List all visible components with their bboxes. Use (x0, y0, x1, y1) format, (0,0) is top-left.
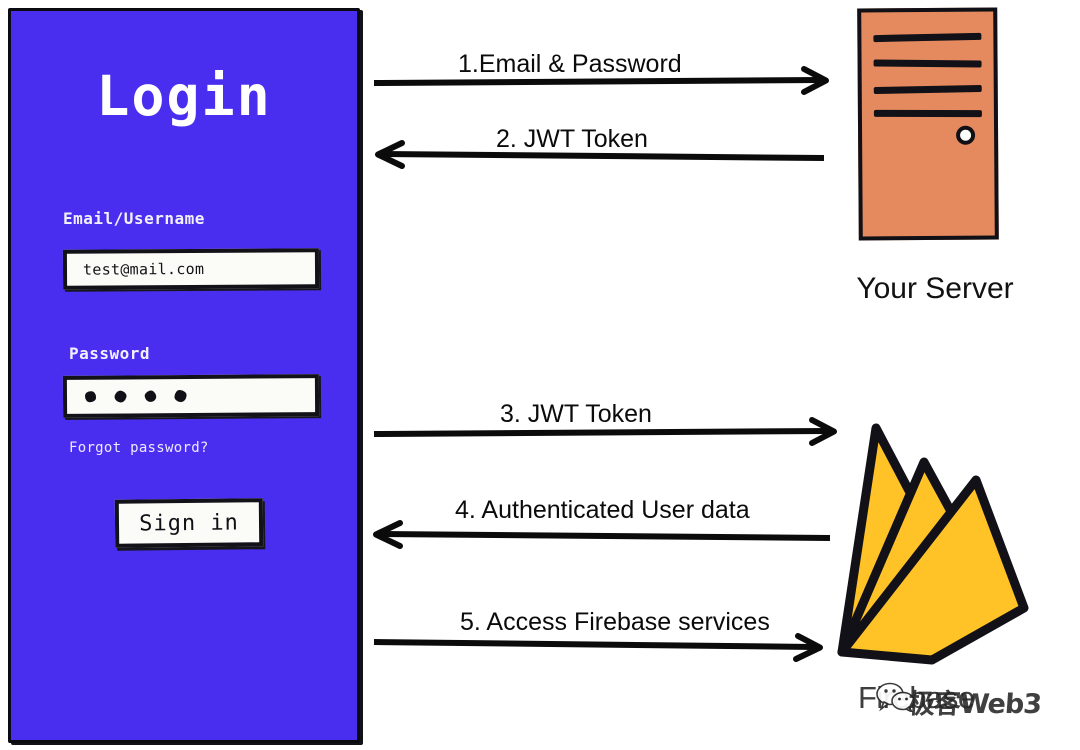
server-illustration (857, 7, 999, 241)
flow-arrow-5 (373, 633, 823, 662)
wechat-icon (876, 682, 915, 712)
flow-label-4: 4. Authenticated User data (455, 496, 750, 524)
server-slot-icon (873, 109, 982, 118)
flow-arrow-3 (373, 417, 837, 446)
password-field-label: Password (69, 344, 151, 363)
email-input-value: test@mail.com (82, 259, 205, 279)
watermark-text: 极客Web3 (906, 689, 1043, 720)
flow-arrow-2 (375, 140, 825, 169)
password-dot (84, 391, 97, 403)
email-input[interactable]: test@mail.com (62, 248, 320, 290)
server-power-button-icon (956, 125, 976, 145)
flow-label-3: 3. JWT Token (500, 400, 652, 428)
sign-in-button[interactable]: Sign in (114, 498, 264, 548)
server-slot-icon (873, 32, 982, 43)
flow-arrow-1 (373, 66, 829, 95)
password-dot (143, 389, 158, 404)
firebase-logo-icon (837, 423, 1029, 665)
password-dot (113, 389, 128, 404)
firebase-caption-group: Firebase 极客Web3 (858, 678, 1078, 720)
server-slot-icon (873, 84, 982, 95)
login-panel: Login Email/Username test@mail.com Passw… (8, 8, 360, 743)
email-field-label: Email/Username (63, 209, 205, 228)
flow-arrow-4 (373, 520, 831, 549)
server-caption: Your Server (856, 272, 1014, 305)
page-title: Login (96, 64, 272, 128)
flow-label-5: 5. Access Firebase services (460, 608, 770, 636)
forgot-password-link[interactable]: Forgot password? (69, 440, 209, 456)
flow-label-2: 2. JWT Token (496, 125, 648, 153)
flow-label-1: 1.Email & Password (458, 50, 682, 78)
password-input[interactable] (62, 374, 320, 418)
sign-in-button-label: Sign in (139, 509, 239, 537)
server-slot-icon (873, 59, 982, 68)
password-masked-value (84, 389, 187, 404)
password-dot (174, 389, 187, 403)
